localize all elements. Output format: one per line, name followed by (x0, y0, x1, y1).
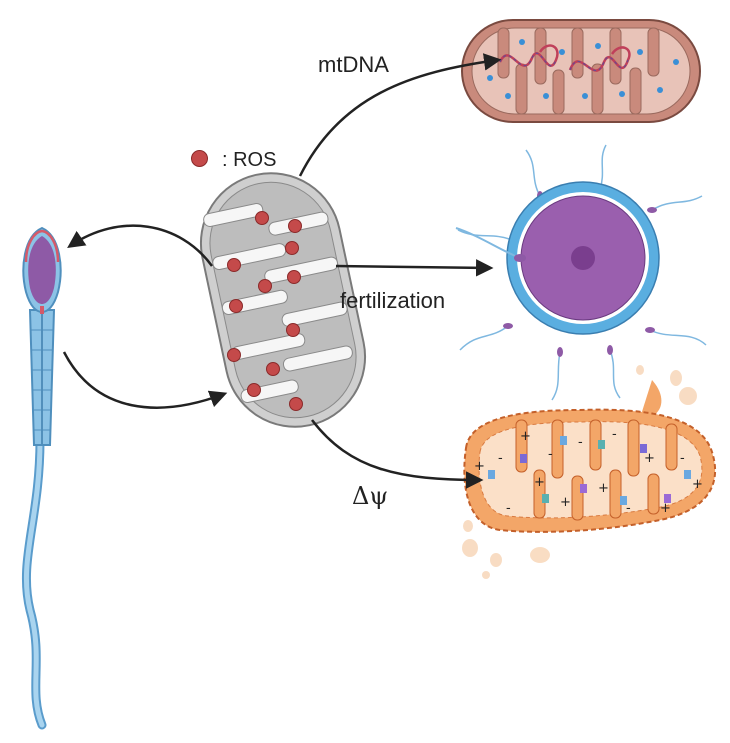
arrows (62, 53, 502, 489)
arrow-to-sperm (67, 224, 214, 267)
delta-psi-label: Δψ (352, 482, 389, 510)
svg-text:-: - (498, 451, 503, 466)
central-mitochondrion (199, 172, 367, 428)
penetrating-sperm (455, 227, 521, 259)
arrow-to-oocyte (335, 259, 494, 277)
ros-legend-label: : ROS (222, 149, 277, 171)
oocyte-nucleus (571, 246, 595, 270)
svg-text:-: - (626, 501, 631, 516)
ros-legend-dot (191, 150, 208, 167)
sperm-acrosome (24, 229, 60, 263)
svg-text:+: + (560, 495, 571, 510)
surrounding-sperm (457, 144, 707, 401)
mtdna-label: mtDNA (318, 52, 389, 77)
arrow-to-delta-psi (311, 419, 484, 489)
svg-text:+: + (644, 451, 655, 466)
ros-particle (227, 258, 241, 272)
fertilization-label: fertilization (340, 288, 446, 313)
damaged-mitochondrion: +-+ -+- +-- ++- +-+ (462, 365, 717, 579)
svg-text:+: + (474, 459, 485, 474)
arrow-to-mtdna (298, 53, 502, 177)
ros-particles (227, 211, 303, 411)
svg-text:-: - (612, 427, 617, 442)
oocyte (455, 144, 707, 401)
ros-particle (288, 219, 302, 233)
sperm-cell (21, 226, 62, 730)
ros-particle (286, 323, 300, 337)
arrow-from-sperm (62, 351, 228, 409)
ros-particle (258, 279, 272, 293)
svg-text:+: + (520, 429, 531, 444)
svg-text:-: - (578, 435, 583, 450)
ros-particle (229, 299, 243, 313)
svg-text:+: + (598, 481, 609, 496)
membrane-proteins (488, 436, 691, 505)
svg-text:+: + (660, 501, 671, 516)
svg-text:+: + (534, 475, 545, 490)
mtdna-mitochondrion (461, 19, 701, 123)
ros-particle (247, 383, 261, 397)
ros-particle (289, 397, 303, 411)
ros-particle (285, 241, 299, 255)
charge-signs: +-+ -+- +-- ++- +-+ (474, 427, 703, 516)
svg-text:-: - (548, 447, 553, 462)
ros-particle (287, 270, 301, 284)
sperm-nucleus (28, 236, 56, 304)
ros-particle (255, 211, 269, 225)
svg-text:+: + (692, 477, 703, 492)
svg-text:-: - (680, 451, 685, 466)
ros-particle (227, 348, 241, 362)
svg-text:-: - (506, 501, 511, 516)
ros-particle (266, 362, 280, 376)
